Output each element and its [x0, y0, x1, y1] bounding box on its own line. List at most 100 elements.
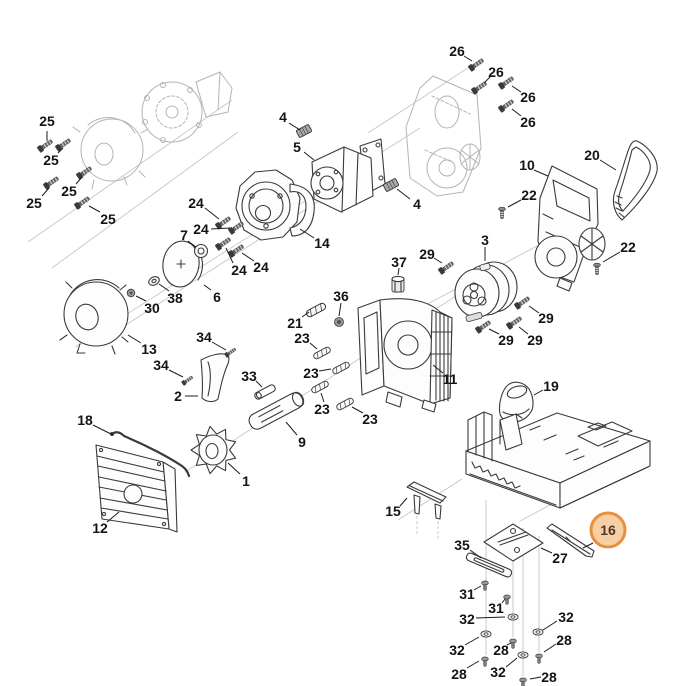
callout-label: 4 — [413, 196, 421, 212]
part-6-disc — [162, 240, 203, 288]
callout-label: 24 — [231, 262, 247, 278]
callout-label: 23 — [362, 411, 378, 427]
callout-label: 18 — [77, 412, 93, 428]
callout-label: 7 — [180, 227, 188, 243]
washer-icon — [517, 651, 529, 659]
callout-label: 13 — [141, 341, 157, 357]
callout-label: 25 — [39, 113, 55, 129]
leader-line — [255, 380, 263, 388]
leader-line — [506, 642, 512, 646]
screw-icon — [535, 653, 543, 664]
highlight-label: 16 — [600, 522, 616, 538]
callout-label: 32 — [558, 609, 574, 625]
part-3-clutch — [454, 261, 518, 322]
highlight-16-marker[interactable]: 16 — [582, 511, 627, 549]
screw-icon — [481, 656, 489, 667]
callout-label: 19 — [543, 378, 559, 394]
bolt-icon — [54, 136, 73, 153]
callout-label: 32 — [490, 664, 506, 680]
callout-label: 24 — [253, 259, 269, 275]
part-14-fan-housing — [235, 169, 315, 241]
pin-icon — [335, 396, 355, 412]
leader-line — [168, 369, 184, 378]
callout-label: 1 — [242, 473, 250, 489]
callout-label: 28 — [451, 666, 467, 682]
callout-label: 27 — [552, 550, 568, 566]
callout-label: 25 — [43, 152, 59, 168]
leader-line — [57, 147, 64, 154]
callout-label: 25 — [100, 211, 116, 227]
callout-label: 29 — [498, 332, 514, 348]
leader-line — [505, 657, 518, 668]
callout-label: 29 — [538, 310, 554, 326]
leader-line — [582, 542, 594, 549]
leader-line — [488, 328, 500, 335]
part-27-plate — [483, 523, 544, 562]
bolt-icon — [498, 206, 506, 220]
leader-line — [285, 421, 298, 436]
callout-label: 26 — [488, 64, 504, 80]
leader-line — [187, 240, 197, 248]
washer-icon — [480, 630, 492, 638]
callout-label: 28 — [556, 632, 572, 648]
bolt-icon — [223, 346, 238, 359]
callout-label: 35 — [454, 537, 470, 553]
leader-line — [241, 252, 255, 262]
part-15-bracket — [406, 481, 447, 520]
leader-line — [473, 585, 482, 591]
leader-line — [399, 497, 408, 507]
leader-line — [528, 305, 540, 314]
leader-line — [106, 511, 120, 523]
callout-label: 4 — [279, 109, 287, 125]
leader-line — [318, 368, 332, 372]
leader-line — [518, 326, 529, 335]
callout-label: 36 — [333, 288, 349, 304]
highlight-circle[interactable] — [589, 511, 627, 549]
part-11-housing — [357, 298, 453, 413]
callout-label: 20 — [584, 147, 600, 163]
leader-line — [432, 364, 444, 374]
screw-icon — [481, 580, 489, 591]
part-33-pin — [254, 384, 276, 400]
leader-line — [127, 334, 142, 344]
leader-line — [204, 207, 220, 220]
callout-label: 26 — [520, 114, 536, 130]
washer-icon — [532, 628, 544, 636]
leader-line — [309, 342, 318, 350]
leader-line — [602, 251, 621, 263]
leader-line — [533, 169, 549, 177]
leader-line — [469, 549, 482, 559]
callout-label: 29 — [527, 332, 543, 348]
leader-line — [41, 187, 50, 197]
leader-line — [210, 227, 231, 230]
leader-line — [338, 302, 342, 317]
leader-line — [397, 267, 400, 276]
part-37-sleeve — [391, 275, 405, 293]
callout-label: 34 — [153, 357, 169, 373]
callout-label: 2 — [174, 388, 182, 404]
leader-line — [158, 283, 170, 292]
bolt-icon — [497, 97, 516, 114]
pin-icon — [310, 379, 330, 395]
callout-label: 21 — [287, 315, 303, 331]
callout-label: 33 — [241, 368, 257, 384]
ghost-housing-cluster — [72, 71, 233, 190]
callout-label: 23 — [294, 330, 310, 346]
callout-label: 12 — [92, 520, 108, 536]
leader-line — [543, 643, 557, 653]
callout-label: 28 — [541, 669, 557, 685]
leader-line — [75, 176, 83, 185]
leader-line — [135, 295, 147, 302]
leader-line — [533, 389, 544, 396]
leader-line — [396, 188, 411, 200]
callout-label: 23 — [303, 365, 319, 381]
leader-line — [540, 547, 553, 554]
leader-lines — [41, 55, 621, 680]
part-16-rail — [546, 523, 595, 558]
callout-label: 6 — [213, 289, 221, 305]
callout-label: 26 — [449, 43, 465, 59]
leader-line — [511, 85, 522, 93]
ghost-frame — [405, 75, 482, 197]
